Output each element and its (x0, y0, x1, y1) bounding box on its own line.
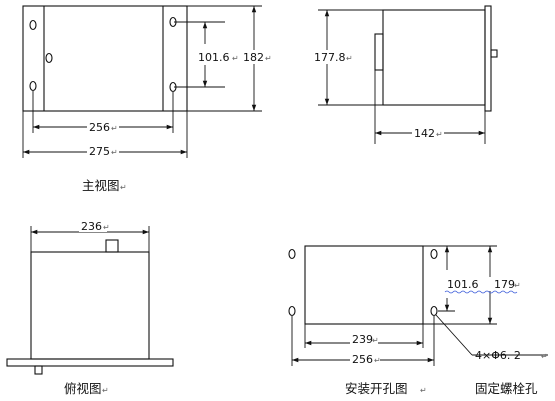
label-mask (240, 50, 266, 64)
cutout-dim-179-label: 179 (494, 278, 515, 291)
return-marks: ↵ ↵ ↵ ↵ ↵ ↵ ↵ ↵ ↵ ↵ ↵ ↵ ↵ ↵ (102, 54, 548, 395)
return-mark: ↵ (111, 124, 118, 133)
return-mark: ↵ (436, 130, 443, 139)
return-mark: ↵ (265, 54, 272, 63)
return-mark: ↵ (541, 352, 548, 361)
bolt-hole (288, 248, 296, 260)
label-mask (79, 219, 107, 232)
label-mask (350, 352, 380, 365)
return-mark: ↵ (514, 281, 521, 290)
return-mark: ↵ (102, 386, 109, 395)
latch-hole (45, 52, 53, 64)
return-mark: ↵ (420, 386, 427, 395)
top-latch (105, 239, 119, 253)
cutout-outline (304, 245, 424, 325)
label-mask (350, 334, 378, 347)
label-mask (412, 126, 444, 139)
top-view: 236 俯视图 (6, 219, 174, 396)
label-mask (313, 50, 349, 64)
mounting-hole (29, 19, 37, 31)
side-latch (490, 49, 498, 58)
return-mark: ↵ (346, 54, 353, 63)
bolt-hole (430, 305, 438, 317)
top-body-outline (30, 251, 150, 360)
front-view-caption: 主视图 (82, 178, 120, 193)
spell-check-underline (444, 290, 518, 294)
dim-236-label: 236 (81, 220, 102, 233)
label-mask (87, 144, 119, 157)
top-bottom-tab (34, 365, 43, 375)
cutout-dim-101-6-label: 101.6 (447, 278, 479, 291)
return-mark: ↵ (103, 223, 110, 232)
dim-142-label: 142 (414, 127, 435, 140)
cutout-caption: 安装开孔图 (345, 381, 408, 396)
side-view: 177.8 142 (313, 5, 498, 144)
return-mark: ↵ (232, 54, 239, 63)
mounting-hole (29, 80, 37, 92)
dim-275-label: 275 (89, 145, 110, 158)
hole-leader-line (435, 314, 473, 356)
cutout-dim-256-label: 256 (352, 353, 373, 366)
cutout-dim-239-label: 239 (352, 333, 373, 346)
return-mark: ↵ (374, 356, 381, 365)
top-front-panel (6, 358, 174, 367)
bolt-hole-label: 固定螺栓孔 (475, 381, 538, 396)
return-mark: ↵ (120, 183, 127, 192)
dim-101-6-label: 101.6 (198, 51, 230, 64)
return-mark: ↵ (111, 148, 118, 157)
hole-spec-label: 4×Φ6. 2 (475, 349, 521, 362)
side-body-outline (382, 9, 486, 106)
top-view-caption: 俯视图 (64, 381, 102, 396)
dim-256-label: 256 (89, 121, 110, 134)
return-mark: ↵ (372, 336, 379, 345)
front-body-outline (22, 5, 188, 112)
bolt-hole (430, 248, 438, 260)
bolt-hole (288, 305, 296, 317)
side-front-panel (484, 5, 492, 112)
dim-177-8-label: 177.8 (314, 51, 346, 64)
front-view: 101.6 182 256 275 主视图 (22, 5, 266, 193)
dim-182-label: 182 (243, 51, 264, 64)
panel-cutout-view: 101.6 179 239 256 4×Φ6. 2 安装开孔图 固定螺栓孔 (288, 245, 548, 396)
side-rear-terminal (374, 33, 384, 71)
label-mask (489, 277, 513, 291)
label-mask (87, 120, 119, 133)
